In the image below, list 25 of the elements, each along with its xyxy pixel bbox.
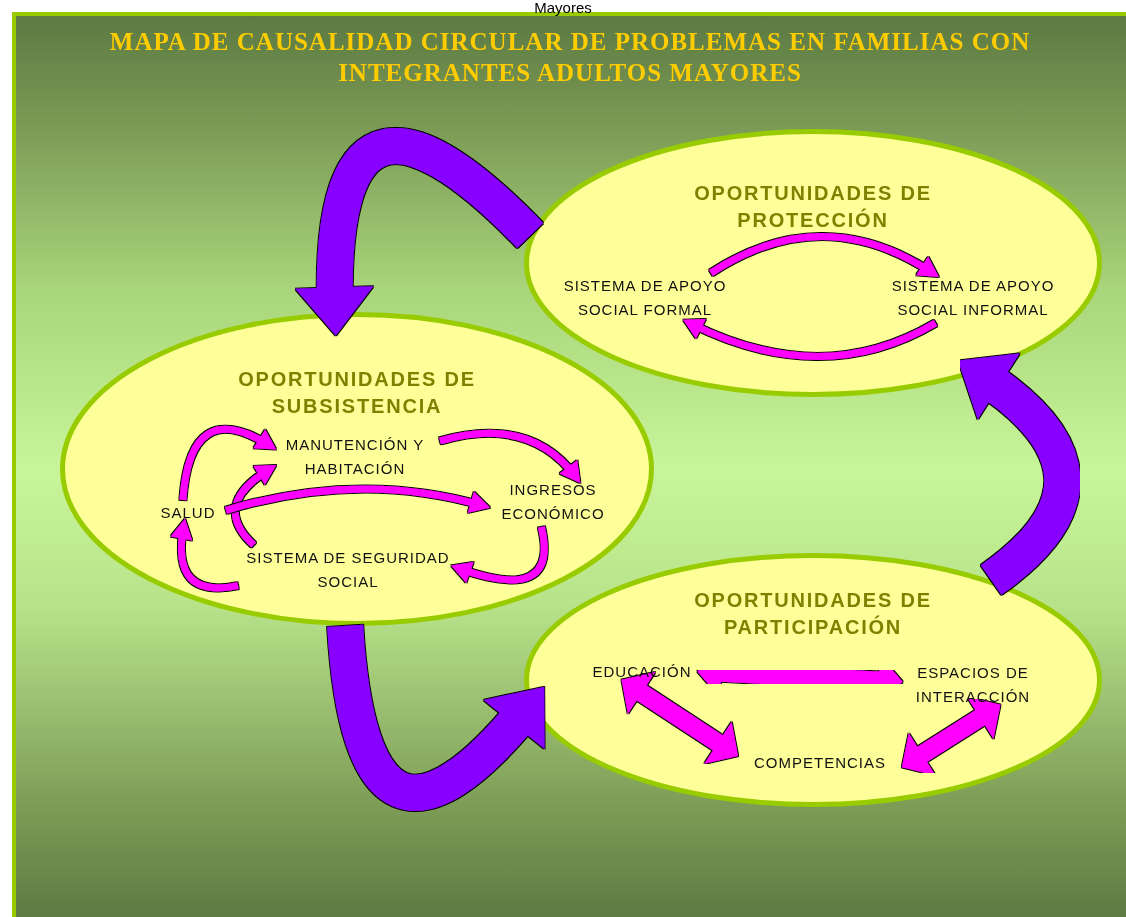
curved-arrow — [709, 233, 939, 277]
concept-label: ESPACIOS DE INTERACCIÓN — [893, 660, 1053, 710]
diagram-title: MAPA DE CAUSALIDAD CIRCULAR DE PROBLEMAS EN FAMILIAS CON INTEGRANTES ADULTOS MAYORES — [108, 27, 1032, 88]
oval-region — [524, 553, 1102, 807]
block-arrow — [327, 624, 545, 811]
curved-arrow — [682, 318, 938, 360]
concept-label: SISTEMA DE APOYO SOCIAL FORMAL — [535, 273, 755, 323]
concept-label: EDUCACIÓN — [577, 659, 707, 685]
block-arrow — [697, 647, 903, 706]
concept-label: INGRESOS ECONÓMICO — [483, 477, 623, 527]
concept-label: SISTEMA DE APOYO SOCIAL INFORMAL — [863, 273, 1083, 323]
oval-region — [524, 129, 1102, 397]
curved-arrow — [179, 425, 277, 501]
concept-label: SALUD — [150, 500, 226, 526]
header-text: Mayores — [533, 0, 593, 15]
block-arrow — [621, 671, 739, 764]
curved-arrow — [225, 485, 491, 514]
concept-label: MANUTENCIÓN Y HABITACIÓN — [270, 432, 440, 482]
oval-heading: OPORTUNIDADES DE PARTICIPACIÓN — [693, 588, 933, 640]
concept-label: COMPETENCIAS — [730, 750, 910, 776]
curved-arrow — [439, 429, 581, 483]
oval-heading: OPORTUNIDADES DE PROTECCIÓN — [693, 181, 933, 233]
block-arrow — [901, 696, 1001, 776]
oval-heading: OPORTUNIDADES DE SUBSISTENCIA — [237, 367, 477, 419]
concept-label: SISTEMA DE SEGURIDAD SOCIAL — [238, 545, 458, 595]
